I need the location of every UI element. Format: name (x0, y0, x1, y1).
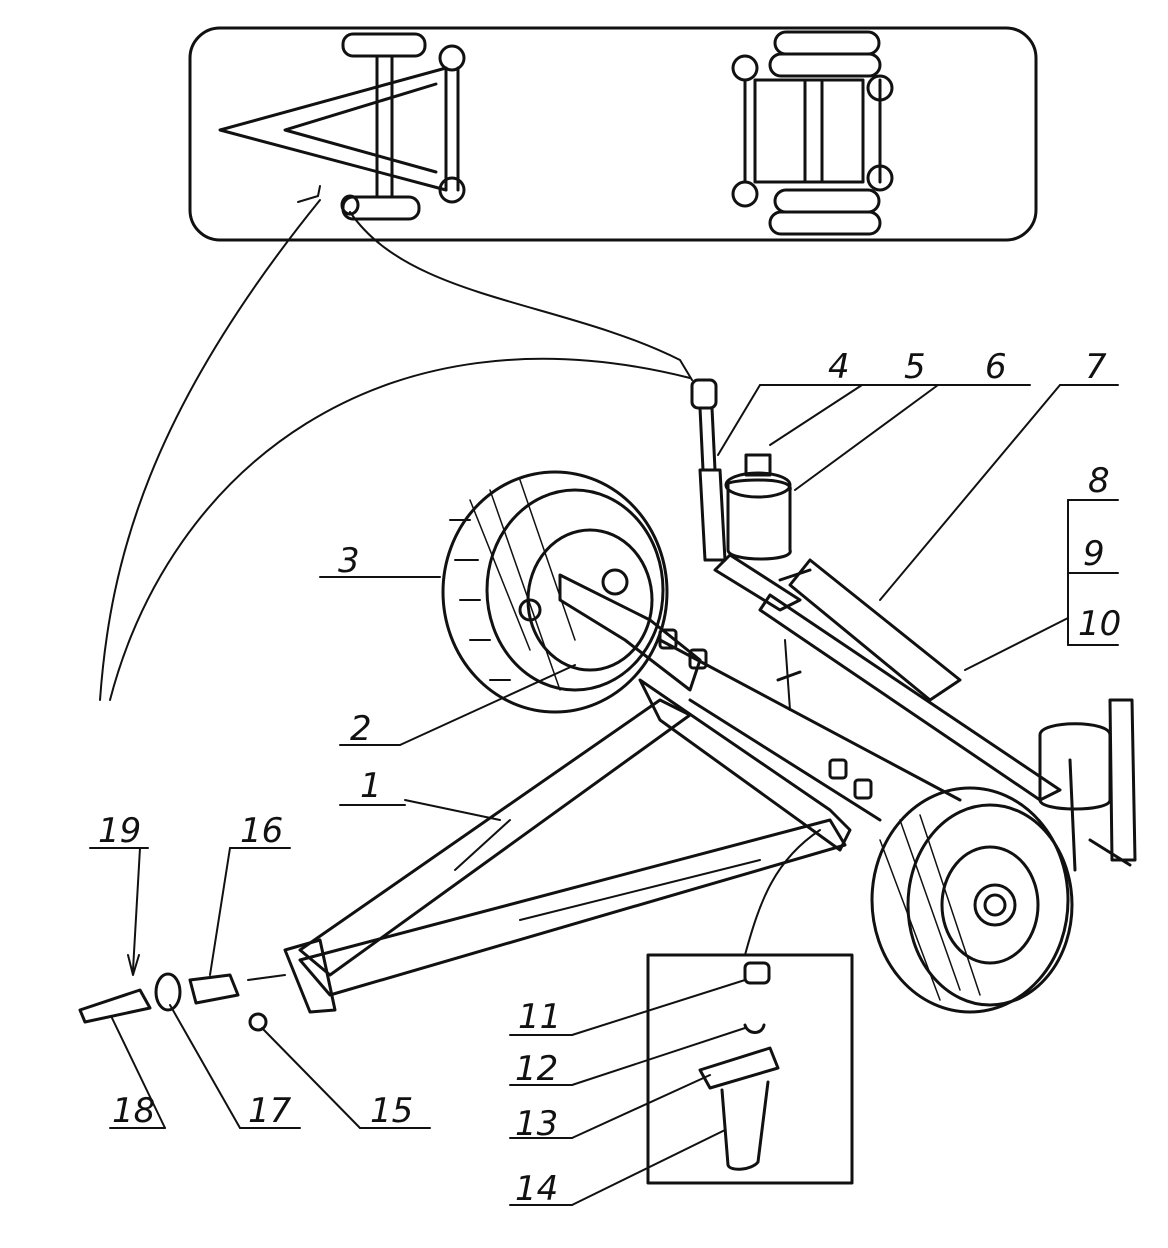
callout-9: 9 (1083, 534, 1105, 574)
callout-5: 5 (904, 347, 926, 387)
shock-absorber-right (1108, 698, 1137, 862)
steering-knuckle (558, 573, 702, 692)
parts-inset (646, 829, 854, 1185)
chassis-outline (188, 26, 1038, 242)
callout-12: 12 (515, 1049, 558, 1089)
wheel-right (870, 786, 1074, 1014)
callout-18: 18 (112, 1091, 155, 1131)
pivot-parts (78, 972, 286, 1032)
air-spring-top-left (744, 453, 772, 477)
axle-beam (638, 678, 852, 852)
callout-1: 1 (360, 766, 382, 806)
air-spring-front-a (438, 44, 466, 72)
callout-3: 3 (338, 541, 360, 581)
callout-14: 14 (515, 1169, 558, 1209)
air-spring-left (726, 478, 792, 561)
suspension-assembly (78, 378, 1137, 1032)
front-wheel-right (341, 195, 421, 221)
part-14-ubolt (720, 1080, 770, 1171)
callout-2: 2 (350, 709, 372, 749)
callout-8: 8 (1088, 461, 1110, 501)
part-11-nut (743, 961, 771, 985)
washer-17 (154, 972, 182, 1012)
shock-absorber-left (690, 378, 727, 562)
callout-17: 17 (248, 1091, 292, 1131)
callout-13: 13 (515, 1104, 558, 1144)
a-frame-right (298, 818, 847, 997)
a-frame-left (298, 698, 692, 977)
cross-member (758, 593, 1062, 802)
bushing-16 (188, 973, 240, 1005)
rear-tandem-frame (753, 78, 865, 184)
callout-19: 19 (98, 811, 141, 851)
callout-11: 11 (518, 997, 561, 1037)
part-12-washer (743, 1023, 766, 1034)
callout-10: 10 (1078, 604, 1121, 644)
inset-frame (646, 953, 854, 1185)
leader-curves (99, 185, 693, 701)
callout-7: 7 (1085, 347, 1107, 387)
callouts: 1 2 3 4 5 6 7 8 9 10 11 12 13 14 15 16 1… (89, 347, 1121, 1209)
chassis-plan-view (188, 26, 1038, 242)
wheel-left (441, 470, 702, 714)
callout-4: 4 (828, 347, 850, 387)
callout-6: 6 (985, 347, 1007, 387)
pin-18 (78, 988, 152, 1024)
front-wheel-left (341, 32, 427, 58)
air-spring-front-b (438, 176, 466, 204)
part-13-plate (698, 1046, 780, 1090)
tow-eye (283, 938, 337, 1014)
callout-15: 15 (370, 1091, 413, 1131)
callout-16: 16 (240, 811, 283, 851)
nut-15 (248, 1012, 268, 1032)
